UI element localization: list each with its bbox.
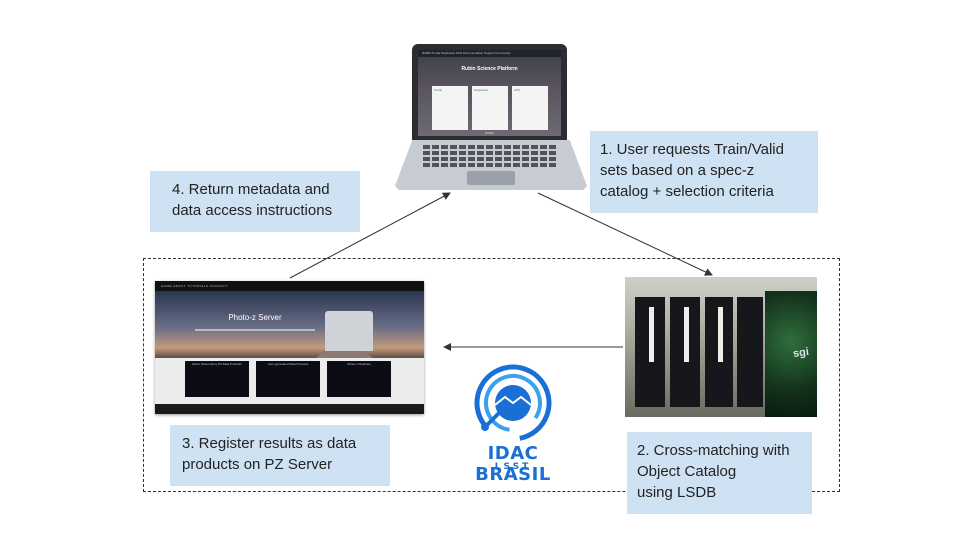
logo-title: IDAC BRASIL <box>475 443 551 485</box>
pz-cards-area: Rubin Observatory PZ Data Products User-… <box>155 358 424 404</box>
pz-title: Photo-z Server <box>228 313 282 322</box>
step-3-callout: 3. Register results as data products on … <box>170 425 390 486</box>
pz-card-label: Rubin Observatory PZ Data Products <box>192 362 242 366</box>
green-rack-door <box>765 291 817 417</box>
pz-card-label: Photo-z Pipelines <box>347 362 371 366</box>
arrow-pzserver-to-laptop <box>289 192 451 279</box>
pz-card: Photo-z Pipelines <box>327 361 391 397</box>
idac-boundary-box <box>143 258 840 492</box>
pz-footer <box>155 404 424 414</box>
screen-title: Rubin Science Platform <box>461 66 518 72</box>
pz-card: User-generated Data Products <box>256 361 320 397</box>
rack-panel <box>684 307 689 362</box>
step-4-callout: 4. Return metadata and data access instr… <box>150 171 360 232</box>
screen-card: APIs <box>512 86 548 130</box>
screen-card: Notebooks <box>472 86 508 130</box>
sgi-logo: sgi <box>792 345 810 361</box>
screen-nav: RUBIN Portal Notebooks APIs Documentatio… <box>418 50 561 57</box>
pz-server-screenshot: HOME ABOUT TUTORIALS CONTACT Photo-z Ser… <box>155 281 424 414</box>
screen-card: Portal <box>432 86 468 130</box>
idac-brasil-logo: IDAC BRASIL LSST <box>449 363 577 485</box>
pz-nav: HOME ABOUT TUTORIALS CONTACT <box>155 281 424 291</box>
keyboard-rows <box>423 145 557 169</box>
idac-logo-icon <box>474 364 552 442</box>
datacenter-photo: sgi <box>625 277 817 417</box>
pz-card-label: User-generated Data Products <box>267 362 309 366</box>
step-2-callout: 2. Cross-matching with Object Catalog us… <box>627 432 812 514</box>
pz-subtitle-line <box>195 329 315 331</box>
rubin-science-platform-screen: RUBIN Portal Notebooks APIs Documentatio… <box>418 50 561 136</box>
observatory-icon <box>325 311 373 351</box>
laptop-lid: RUBIN Portal Notebooks APIs Documentatio… <box>412 44 567 140</box>
rack-panel <box>649 307 654 362</box>
touchpad <box>467 171 515 185</box>
pz-card: Rubin Observatory PZ Data Products <box>185 361 249 397</box>
server-rack <box>737 297 763 407</box>
laptop-illustration: RUBIN Portal Notebooks APIs Documentatio… <box>395 44 587 190</box>
logo-subtitle: LSST <box>494 462 532 472</box>
step-1-callout: 1. User requests Train/Valid sets based … <box>590 131 818 213</box>
screen-footer: RUBIN <box>484 131 495 135</box>
arrow-laptop-to-datacenter <box>537 192 713 276</box>
rack-panel <box>718 307 723 362</box>
pz-hero: Photo-z Server <box>155 291 424 368</box>
